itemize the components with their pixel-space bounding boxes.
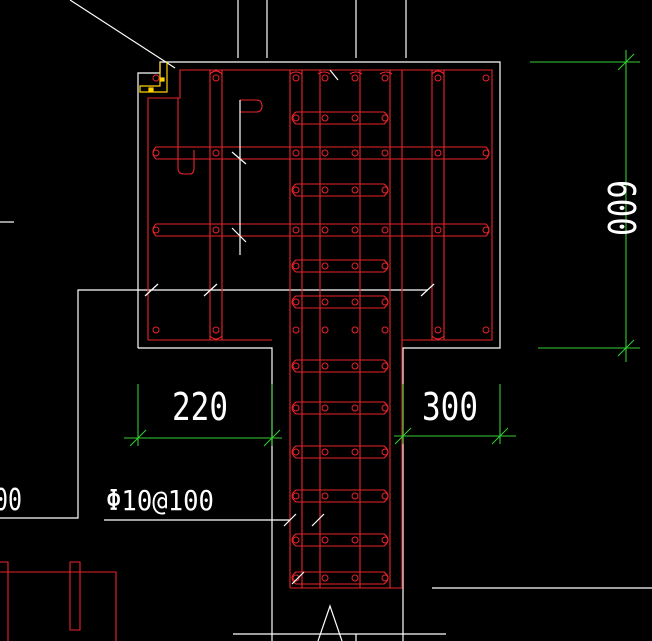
rebar-dot <box>434 149 442 157</box>
rebar-dot <box>212 326 220 334</box>
rebar-dot <box>321 492 329 500</box>
rebar-dot <box>351 536 359 544</box>
rebar-dot <box>381 298 389 306</box>
rebar-dot <box>321 404 329 412</box>
rebar-dot <box>351 186 359 194</box>
flange-stirrup <box>147 69 493 341</box>
rebar-dot <box>292 149 300 157</box>
rebar-dot <box>152 326 160 334</box>
north-mark <box>317 604 343 641</box>
rebar-dot <box>381 448 389 456</box>
rebar-dot <box>381 362 389 370</box>
rebar-dot <box>292 404 300 412</box>
rebar-dot <box>321 574 329 582</box>
rebar-dot <box>152 149 160 157</box>
rebar-dot <box>434 326 442 334</box>
rebar-dot <box>292 326 300 334</box>
rebar-dot <box>381 536 389 544</box>
rebar-spec-label: Φ10@100 <box>106 484 214 517</box>
rebar-dot <box>292 186 300 194</box>
cut-off-label: 00 <box>0 483 22 518</box>
adjacent-detail <box>0 561 117 641</box>
rebar-dot <box>351 492 359 500</box>
rebar-dot <box>321 186 329 194</box>
rebar-dot <box>381 149 389 157</box>
rebar-dot <box>321 536 329 544</box>
rebar-dot <box>321 448 329 456</box>
rebar-dot <box>482 226 490 234</box>
rebar-dot <box>292 492 300 500</box>
rebar-dot <box>351 574 359 582</box>
rebar-dot <box>381 574 389 582</box>
rebar-dot <box>292 362 300 370</box>
rebar-dot <box>351 362 359 370</box>
rebar-dot <box>321 226 329 234</box>
rebar-dot <box>381 114 389 122</box>
rebar-dot <box>482 326 490 334</box>
rebar-dot <box>152 74 160 82</box>
flange-tie <box>152 223 490 237</box>
section-outline-left-web <box>138 347 273 641</box>
rebar-dot <box>381 186 389 194</box>
section-outline <box>137 61 501 641</box>
rebar-dot <box>212 74 220 82</box>
dimension-lines <box>124 50 640 447</box>
rebar-dot <box>292 114 300 122</box>
rebar-dot <box>351 262 359 270</box>
rebar-dot <box>292 536 300 544</box>
rebar-dot <box>351 226 359 234</box>
rebar-dot <box>321 74 329 82</box>
rebar-dot <box>292 226 300 234</box>
rebar-dot <box>321 298 329 306</box>
rebar-dot <box>351 298 359 306</box>
rebar-dots <box>152 74 490 582</box>
rebar-dot <box>212 226 220 234</box>
rebar-dot <box>381 492 389 500</box>
tick-marks <box>144 69 435 585</box>
rebar-dot <box>292 448 300 456</box>
rebar-dot <box>434 226 442 234</box>
rebar-dot <box>351 326 359 334</box>
rebar-dot <box>292 262 300 270</box>
rebar-dot <box>292 298 300 306</box>
flange-ties <box>152 146 490 237</box>
rebar-dot <box>381 262 389 270</box>
rebar-dot <box>321 326 329 334</box>
rebar-dot <box>351 404 359 412</box>
dim-label-300: 300 <box>422 385 478 429</box>
leader-line <box>0 289 428 519</box>
rebar-dot <box>321 262 329 270</box>
rebar-dot <box>292 574 300 582</box>
rebar-dot <box>321 149 329 157</box>
rebar-dot <box>351 114 359 122</box>
rebar-dot <box>482 74 490 82</box>
dim-label-600: 600 <box>599 180 643 236</box>
corner-marker <box>139 62 168 93</box>
rebar-dot <box>381 226 389 234</box>
rebar-dot <box>434 74 442 82</box>
rebar-dot <box>381 326 389 334</box>
dim-label-220: 220 <box>172 385 228 429</box>
rebar-dot <box>321 362 329 370</box>
rebar-dot <box>321 114 329 122</box>
rebar-dot <box>381 404 389 412</box>
rebar-dot <box>152 226 160 234</box>
rebar-dot <box>351 149 359 157</box>
ref-line <box>69 0 176 69</box>
web-ties <box>209 70 445 585</box>
rebar-dot <box>292 74 300 82</box>
rebar-dot <box>212 149 220 157</box>
flange-tie <box>152 146 490 160</box>
rebar-dot <box>351 74 359 82</box>
rebar-dot <box>381 74 389 82</box>
rebar-dot <box>482 149 490 157</box>
rebar-dot <box>351 448 359 456</box>
